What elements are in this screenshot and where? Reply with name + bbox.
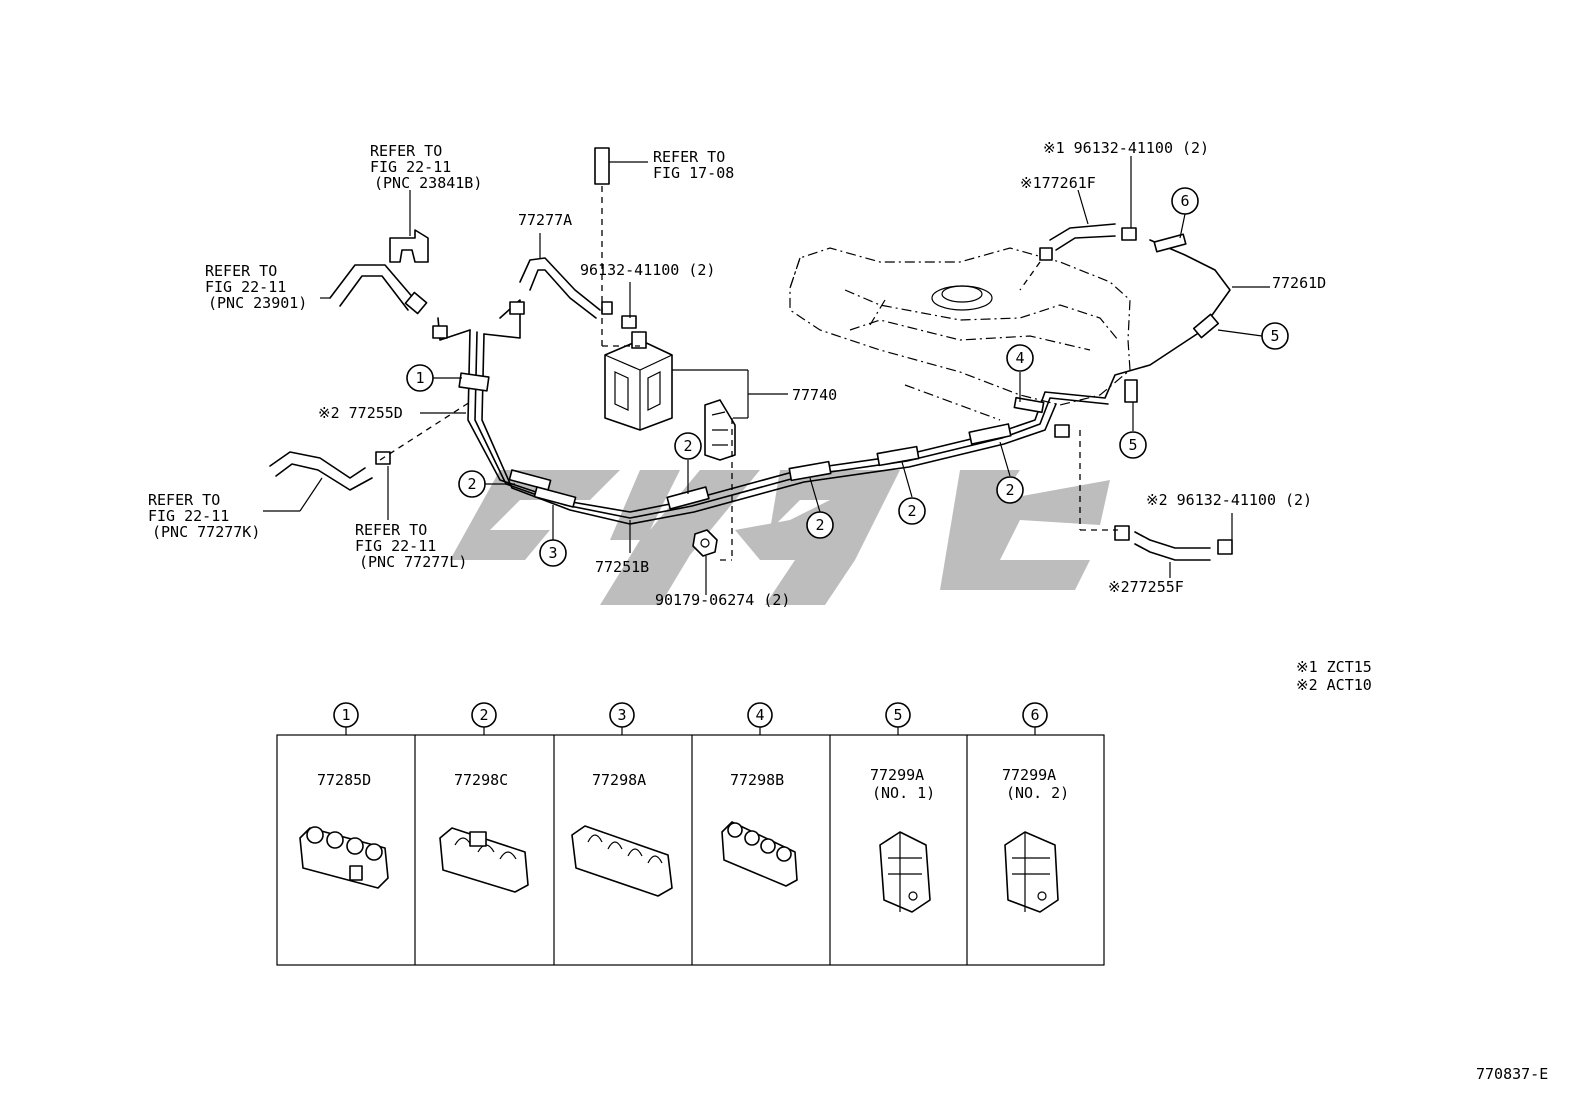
- svg-text:2: 2: [467, 475, 476, 493]
- svg-text:FIG 22-11: FIG 22-11: [370, 158, 451, 176]
- callout-2b: 2: [674, 432, 702, 460]
- clamp-77298a-drawing: [571, 825, 673, 897]
- clamp-column-5: 5 77299A (NO. 1): [870, 702, 935, 913]
- label-90179: 90179-06274 (2): [655, 591, 790, 609]
- callout-3: 3: [539, 539, 567, 567]
- svg-text:77299A: 77299A: [1002, 766, 1056, 784]
- refer-77277l-text: REFER TO FIG 22-11 (PNC 77277L): [355, 521, 467, 571]
- label-77740: 77740: [792, 386, 837, 404]
- model-notes: ※1 ZCT15 ※2 ACT10: [1296, 658, 1372, 694]
- clamp-column-6: 6 77299A (NO. 2): [1002, 702, 1069, 913]
- svg-text:REFER TO: REFER TO: [370, 142, 442, 160]
- svg-text:77298C: 77298C: [454, 771, 508, 789]
- nut-90179: [692, 418, 733, 595]
- line-clamps: [458, 233, 1220, 510]
- svg-text:FIG 22-11: FIG 22-11: [148, 507, 229, 525]
- hoses: [269, 223, 1211, 561]
- svg-text:(PNC 23841B): (PNC 23841B): [374, 174, 482, 192]
- clamp-table: 1 77285D 2 77298C 3 77298A: [276, 702, 1105, 966]
- svg-text:5: 5: [1270, 327, 1279, 345]
- clamp-column-1: 1 77285D: [299, 702, 389, 889]
- label-77255d: ※2 77255D: [318, 404, 403, 422]
- refer-pipe: [594, 147, 648, 346]
- callout-2d: 2: [898, 497, 926, 525]
- clamp-77299a-no2-drawing: [1004, 831, 1059, 913]
- clamp-77298b-drawing: [721, 821, 798, 887]
- svg-text:REFER TO: REFER TO: [355, 521, 427, 539]
- refer-77277k-text: REFER TO FIG 22-11 (PNC 77277K): [148, 491, 260, 541]
- svg-text:77298B: 77298B: [730, 771, 784, 789]
- svg-text:6: 6: [1030, 706, 1039, 724]
- label-77277a: 77277A: [518, 211, 572, 229]
- hose-clips: [375, 227, 1233, 555]
- svg-text:77299A: 77299A: [870, 766, 924, 784]
- figure-code: 770837-E: [1476, 1065, 1548, 1083]
- callout-2c: 2: [806, 511, 834, 539]
- part-labels: 77277A 96132-41100 (2) 77740 ※2 77255D 7…: [318, 139, 1326, 609]
- clamp-77298c-drawing: [439, 827, 529, 893]
- svg-text:REFER TO: REFER TO: [148, 491, 220, 509]
- svg-text:5: 5: [893, 706, 902, 724]
- clamp-column-2: 2 77298C: [439, 702, 529, 893]
- label-77255f: ※277255F: [1108, 578, 1184, 596]
- refer-17-08-text: REFER TO FIG 17-08: [653, 148, 734, 182]
- svg-text:4: 4: [755, 706, 764, 724]
- svg-text:2: 2: [479, 706, 488, 724]
- svg-text:3: 3: [617, 706, 626, 724]
- callout-4: 4: [1006, 344, 1034, 372]
- svg-text:6: 6: [1180, 192, 1189, 210]
- svg-text:2: 2: [815, 516, 824, 534]
- svg-text:4: 4: [1015, 349, 1024, 367]
- label-77251b: 77251B: [595, 558, 649, 576]
- svg-text:2: 2: [683, 437, 692, 455]
- leader-lines: [263, 156, 1270, 578]
- svg-text:2: 2: [907, 502, 916, 520]
- svg-text:※1 ZCT15: ※1 ZCT15: [1296, 658, 1372, 676]
- svg-text:FIG 22-11: FIG 22-11: [205, 278, 286, 296]
- svg-text:(NO. 2): (NO. 2): [1006, 784, 1069, 802]
- dashed-leaders: [379, 261, 1118, 531]
- svg-text:REFER TO: REFER TO: [653, 148, 725, 166]
- callout-1: 1: [406, 364, 434, 392]
- clamp-column-4: 4 77298B: [721, 702, 798, 887]
- clamp-column-3: 3 77298A: [571, 702, 673, 897]
- charcoal-canister: [602, 331, 788, 461]
- callout-5b: 5: [1119, 431, 1147, 459]
- label-96132-top: ※1 96132-41100 (2): [1043, 139, 1209, 157]
- svg-text:FIG 17-08: FIG 17-08: [653, 164, 734, 182]
- bracket-23841b: [389, 190, 429, 263]
- callout-6: 6: [1171, 187, 1199, 215]
- svg-text:1: 1: [415, 369, 424, 387]
- svg-text:77298A: 77298A: [592, 771, 646, 789]
- callouts: 1 2 2 2 2 2 3 4 5 5 6: [406, 187, 1289, 567]
- svg-text:(PNC 77277L): (PNC 77277L): [359, 553, 467, 571]
- svg-text:5: 5: [1128, 436, 1137, 454]
- svg-text:2: 2: [1005, 481, 1014, 499]
- callout-5a: 5: [1261, 322, 1289, 350]
- label-96132-center: 96132-41100 (2): [580, 261, 715, 279]
- svg-text:REFER TO: REFER TO: [205, 262, 277, 280]
- callout-2e: 2: [996, 476, 1024, 504]
- svg-text:3: 3: [548, 544, 557, 562]
- refer-23841b-text: REFER TO FIG 22-11 (PNC 23841B): [370, 142, 482, 192]
- clamp-77285d-drawing: [299, 826, 389, 889]
- label-96132-right: ※2 96132-41100 (2): [1146, 491, 1312, 509]
- label-77261f: ※177261F: [1020, 174, 1096, 192]
- svg-text:77285D: 77285D: [317, 771, 371, 789]
- refer-23901-text: REFER TO FIG 22-11 (PNC 23901): [205, 262, 307, 312]
- svg-text:1: 1: [341, 706, 350, 724]
- svg-text:※2 ACT10: ※2 ACT10: [1296, 676, 1372, 694]
- clamp-77299a-no1-drawing: [879, 831, 931, 913]
- label-77261d: 77261D: [1272, 274, 1326, 292]
- svg-text:(PNC 23901): (PNC 23901): [208, 294, 307, 312]
- svg-text:(NO. 1): (NO. 1): [872, 784, 935, 802]
- callout-2a: 2: [458, 470, 486, 498]
- fuel-tank: [789, 247, 1131, 421]
- svg-text:(PNC 77277K): (PNC 77277K): [152, 523, 260, 541]
- svg-text:FIG 22-11: FIG 22-11: [355, 537, 436, 555]
